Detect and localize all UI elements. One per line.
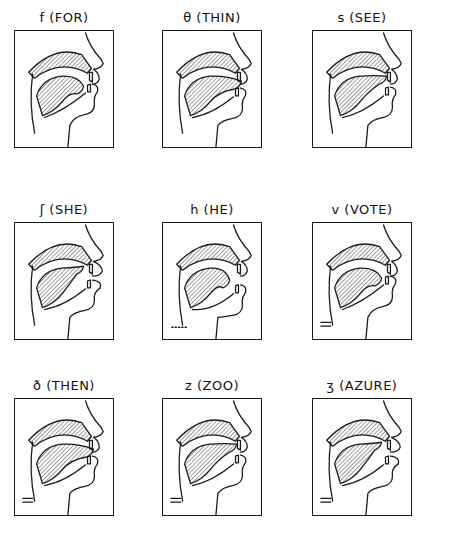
vocal-tract-drawing	[163, 223, 261, 339]
phoneme-heading: s (SEE)	[337, 10, 386, 25]
phoneme-heading: v (VOTE)	[331, 202, 392, 217]
phoneme-heading: h (HE)	[190, 202, 234, 217]
vocal-tract-drawing	[15, 399, 113, 515]
vocal-tract-drawing	[313, 31, 411, 147]
articulation-panel: f (FOR)	[14, 30, 114, 148]
articulation-panel: v (VOTE)	[312, 222, 412, 340]
vocal-tract-drawing	[15, 31, 113, 147]
phoneme-heading: z (ZOO)	[185, 378, 239, 393]
articulation-panel: s (SEE)	[312, 30, 412, 148]
vocal-tract-drawing	[313, 223, 411, 339]
articulation-panel: h (HE)	[162, 222, 262, 340]
articulation-panel: ʒ (AZURE)	[312, 398, 412, 516]
phoneme-heading: ð (THEN)	[33, 378, 95, 393]
vocal-tract-drawing	[313, 399, 411, 515]
phoneme-heading: ʒ (AZURE)	[327, 378, 398, 393]
vocal-tract-drawing	[15, 223, 113, 339]
vocal-tract-drawing	[163, 399, 261, 515]
articulation-panel: z (ZOO)	[162, 398, 262, 516]
phoneme-heading: f (FOR)	[39, 10, 88, 25]
articulation-panel: ð (THEN)	[14, 398, 114, 516]
phoneme-heading: θ (THIN)	[183, 10, 241, 25]
articulation-panel: ʃ (SHE)	[14, 222, 114, 340]
vocal-tract-drawing	[163, 31, 261, 147]
phoneme-heading: ʃ (SHE)	[40, 202, 88, 217]
articulation-panel: θ (THIN)	[162, 30, 262, 148]
